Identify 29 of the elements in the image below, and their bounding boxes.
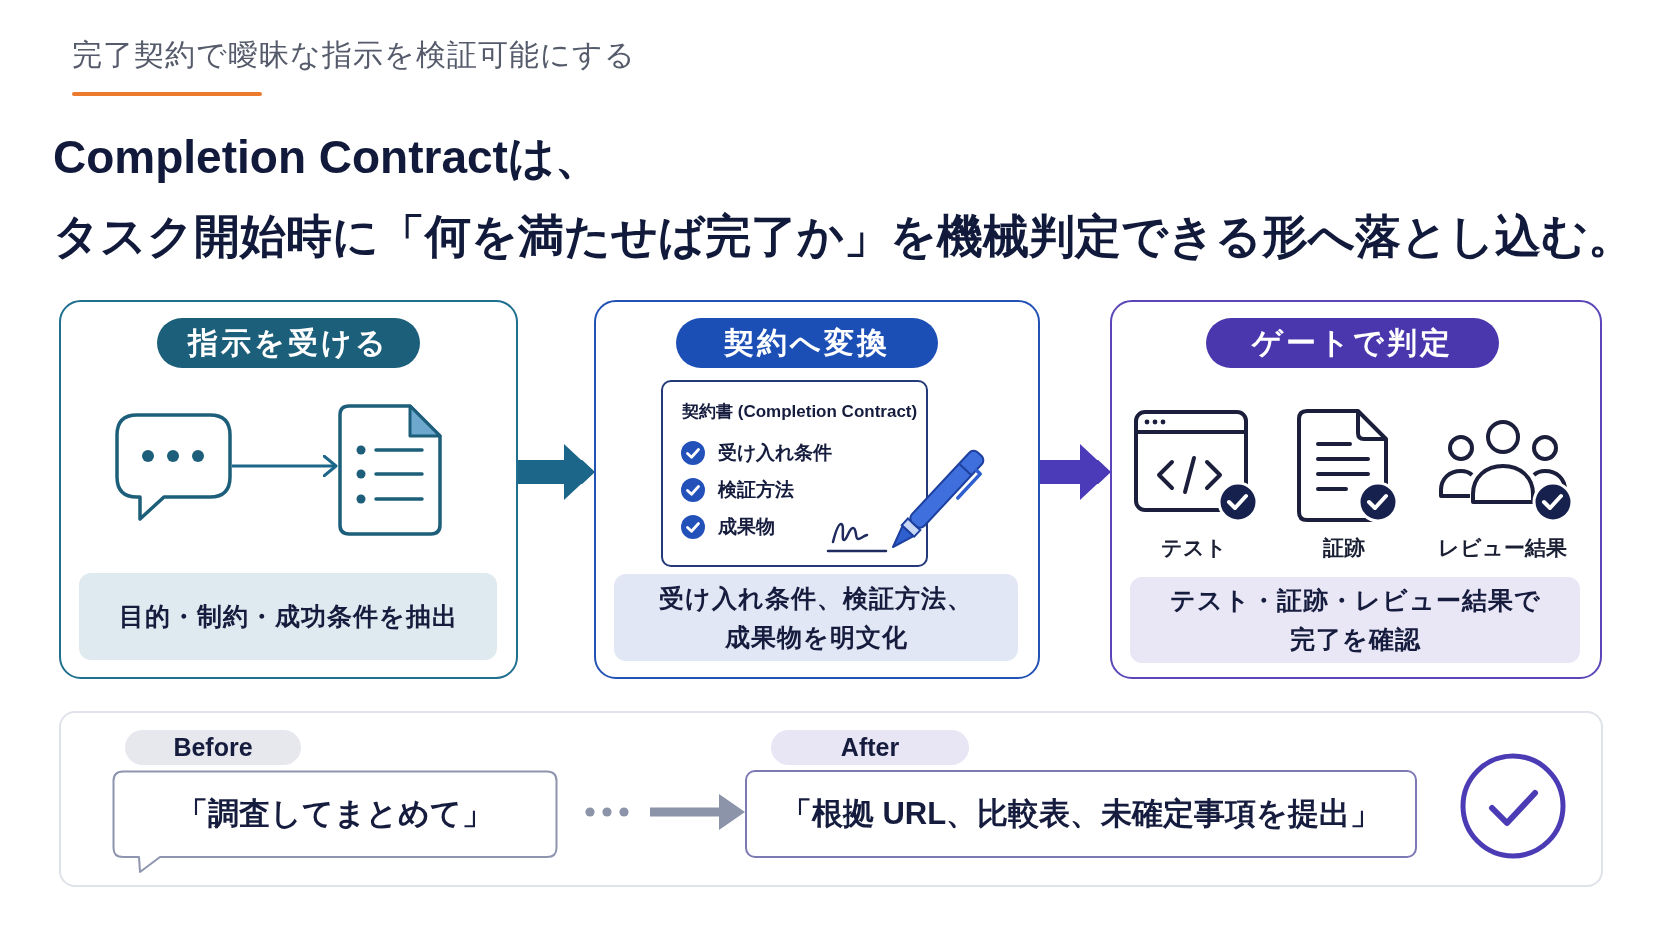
step-panel: [59, 300, 518, 679]
summary-box: 受け入れ条件、検証方法、成果物を明文化: [614, 574, 1018, 661]
comparison-panel: [59, 711, 1603, 887]
heading-pill: 契約へ変換: [676, 318, 938, 368]
step-panel: [1110, 300, 1602, 679]
step-panel: [594, 300, 1040, 679]
result-box: 「根拠 URL、比較表、未確定事項を提出」: [745, 770, 1417, 858]
tag-pill: After: [771, 730, 969, 765]
summary-box: テスト・証跡・レビュー結果で完了を確認: [1130, 577, 1580, 663]
icon-caption: 証跡: [1323, 535, 1365, 561]
speech-bubble-icon: [115, 413, 232, 521]
block-arrow: [1040, 444, 1110, 500]
headline: Completion Contractは、タスク開始時に「何を満たせば完了か」を機械判定できる形へ落とし込む。: [53, 130, 1634, 264]
subtitle: 完了契約で曖昧な指示を検証可能にする: [72, 37, 636, 73]
contract-card: [661, 380, 928, 567]
icon-caption: レビュー結果: [1437, 535, 1567, 561]
checklist-item: 成果物: [718, 515, 775, 539]
summary-box: 目的・制約・成功条件を抽出: [79, 573, 497, 660]
checklist-item: 受け入れ条件: [718, 441, 832, 465]
arrow: [232, 454, 338, 478]
block-arrow: [518, 444, 594, 500]
card-heading: 契約書 (Completion Contract): [682, 401, 918, 423]
document-icon: [336, 403, 443, 537]
checklist-item: 検証方法: [718, 478, 794, 502]
icon-caption: テスト: [1161, 535, 1227, 561]
tag-pill: Before: [125, 730, 301, 765]
heading-pill: 指示を受ける: [157, 318, 420, 368]
heading-pill: ゲートで判定: [1206, 318, 1499, 368]
speech-bubble: 「調査してまとめて」: [112, 770, 558, 874]
